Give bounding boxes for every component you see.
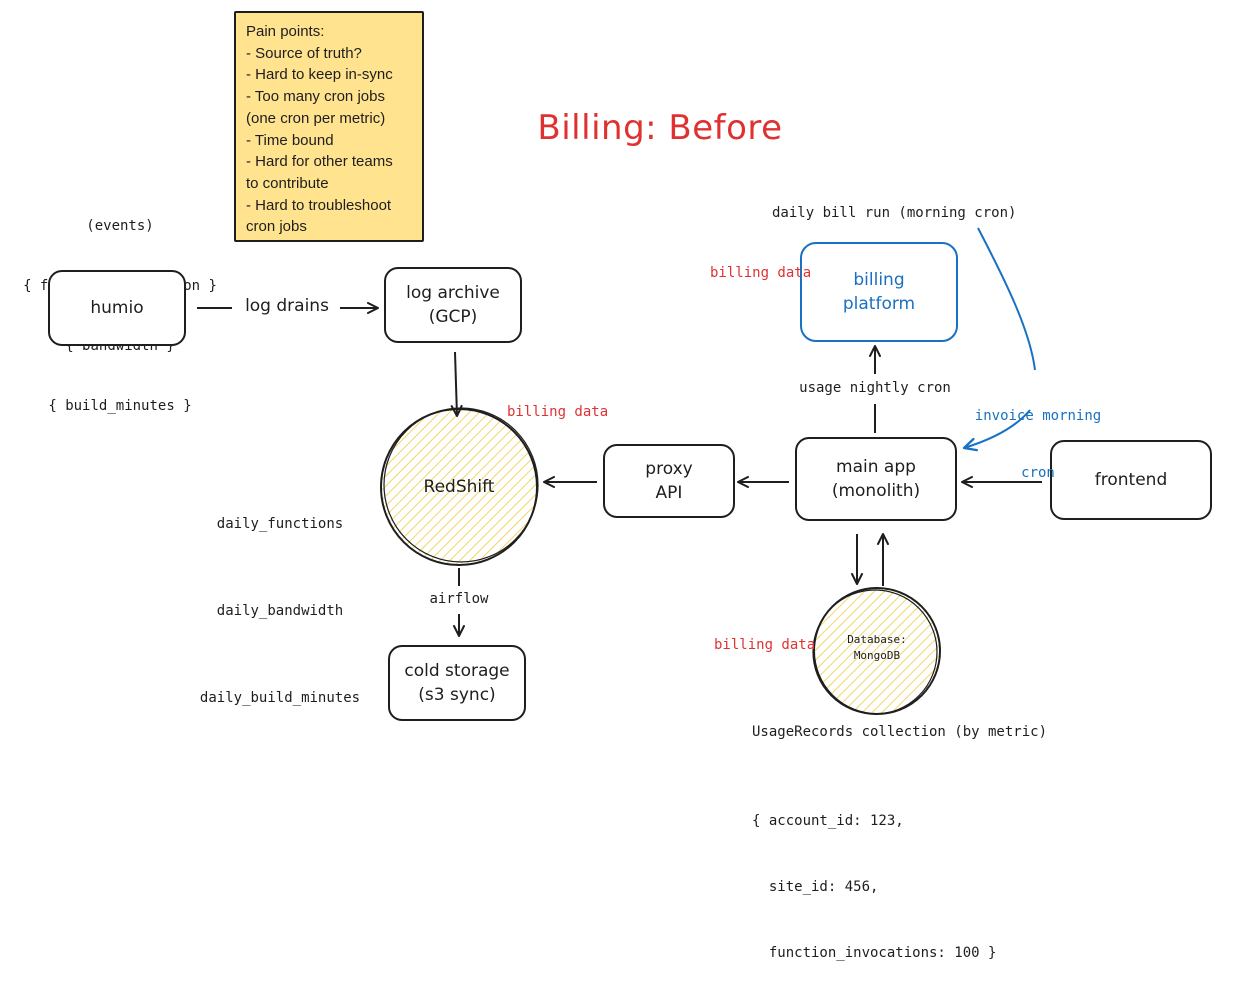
humio-label: humio — [90, 298, 144, 318]
pain-points-line: - Source of truth? — [246, 44, 362, 62]
log-archive-sublabel: (GCP) — [428, 307, 478, 327]
humio-node[interactable]: humio — [48, 270, 186, 346]
pain-points-line: to contribute — [246, 174, 329, 192]
billing-platform-billing-data-label: billing data — [710, 265, 812, 281]
table-name: daily_build_minutes — [199, 690, 361, 706]
usage-records-example: { account_id: 123, site_id: 456, functio… — [752, 766, 996, 986]
diagram-canvas — [197, 227, 1042, 715]
main-app-sublabel: (monolith) — [831, 481, 921, 501]
main-app-label: main app — [836, 457, 916, 477]
frontend-node[interactable]: frontend — [1050, 440, 1212, 520]
cold-storage-node[interactable]: cold storage (s3 sync) — [388, 645, 526, 721]
redshift-tables: daily_functions daily_bandwidth daily_bu… — [190, 452, 370, 742]
event-item: { build_minutes } — [48, 398, 192, 414]
table-name: daily_bandwidth — [216, 603, 344, 619]
usage-nightly-cron-label: usage nightly cron — [799, 380, 951, 396]
pain-points-line: - Hard to keep in-sync — [246, 66, 393, 84]
table-name: daily_functions — [216, 516, 344, 532]
airflow-label: airflow — [429, 591, 489, 607]
billing-platform-node[interactable]: billing platform — [800, 242, 958, 342]
cold-storage-label: cold storage — [404, 661, 510, 681]
proxy-api-sublabel: API — [655, 483, 683, 503]
arrow-log-archive-to-redshift — [450, 351, 463, 417]
database-billing-data-label: billing data — [714, 637, 816, 653]
main-app-node[interactable]: main app (monolith) — [795, 437, 957, 521]
pain-points-line: (one cron per metric) — [246, 109, 386, 127]
invoice-morning-cron-label: invoice morning cron — [958, 369, 1118, 502]
billing-platform-label: billing — [853, 270, 905, 290]
arrow-invoice-morning-cron — [977, 227, 1036, 371]
invoice-morning-cron-line: invoice morning — [974, 408, 1102, 424]
pain-points-line: - Hard for other teams — [246, 153, 393, 171]
pain-points-line: cron jobs — [246, 218, 307, 236]
proxy-api-node[interactable]: proxy API — [603, 444, 735, 518]
log-archive-label: log archive — [406, 283, 500, 303]
usage-records-line: { account_id: 123, — [752, 813, 904, 829]
proxy-api-label: proxy — [645, 459, 693, 479]
usage-records-title: UsageRecords collection (by metric) — [752, 724, 1048, 740]
redshift-label: RedShift — [423, 477, 495, 497]
pain-points-line: - Time bound — [246, 131, 334, 149]
cold-storage-sublabel: (s3 sync) — [418, 685, 496, 705]
database-label-line: Database: — [847, 633, 907, 646]
log-drains-label: log drains — [245, 296, 329, 316]
log-archive-node[interactable]: log archive (GCP) — [384, 267, 522, 343]
usage-records-line: site_id: 456, — [752, 879, 879, 895]
usage-records-line: function_invocations: 100 } — [752, 945, 997, 961]
invoice-morning-cron-line: cron — [1021, 465, 1055, 481]
pain-points-note: Pain points: - Source of truth? - Hard t… — [234, 11, 424, 242]
diagram-title: Billing: Before — [537, 108, 783, 148]
billing-platform-sublabel: platform — [842, 294, 916, 314]
pain-points-line: Pain points: — [246, 23, 325, 40]
daily-bill-run-label: daily bill run (morning cron) — [772, 205, 1017, 221]
database-label-line: MongoDB — [853, 649, 901, 662]
pain-points-line: - Too many cron jobs — [246, 88, 385, 106]
redshift-billing-data-label: billing data — [507, 404, 609, 420]
database-label: Database: MongoDB — [817, 632, 937, 664]
events-heading: (events) — [86, 218, 154, 234]
frontend-label: frontend — [1094, 470, 1168, 490]
pain-points-line: - Hard to troubleshoot — [246, 196, 392, 214]
